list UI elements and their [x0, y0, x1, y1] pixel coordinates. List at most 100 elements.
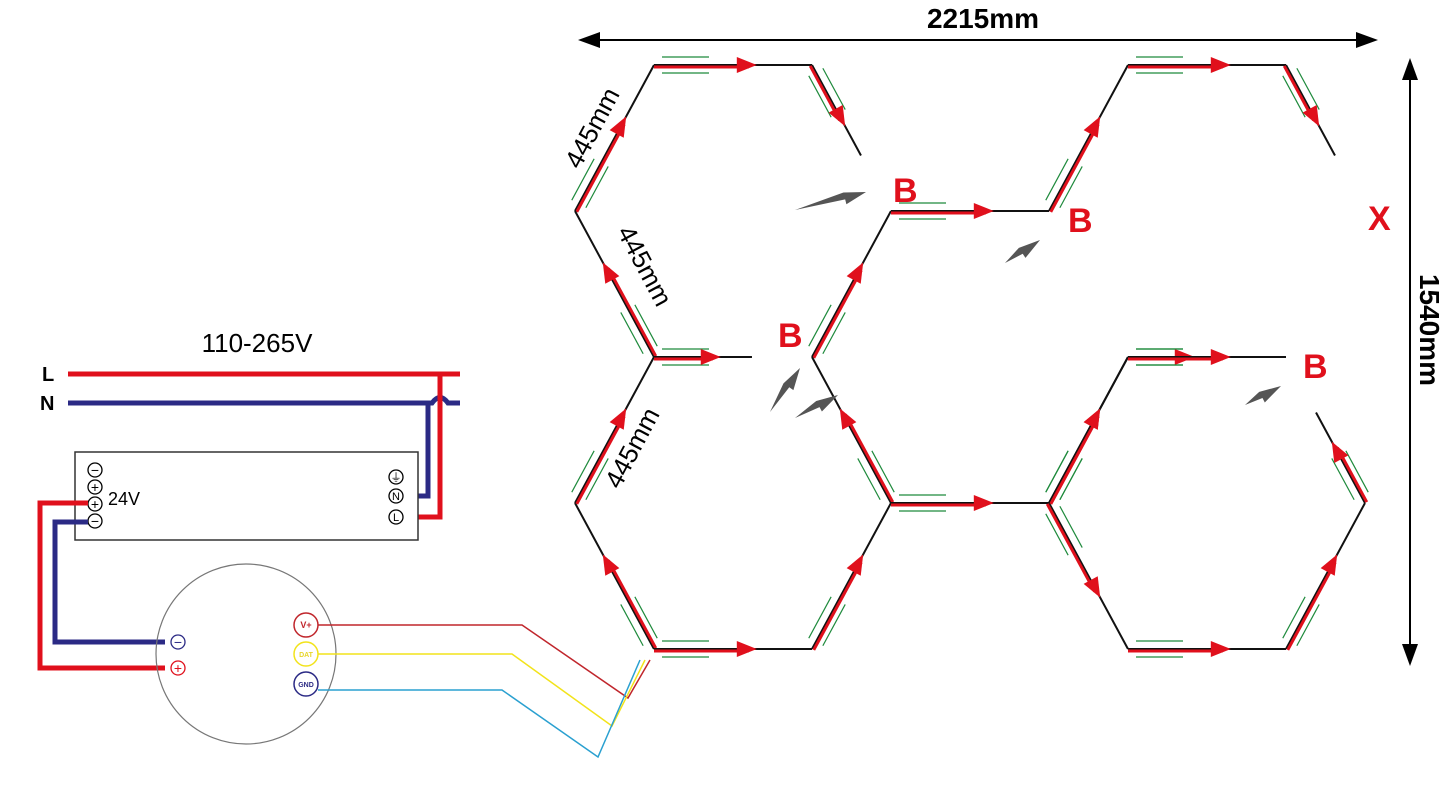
direction-arrow — [700, 349, 721, 365]
hex-edge — [1128, 56, 1286, 74]
svg-text:−: − — [174, 634, 182, 650]
svg-text:−: − — [91, 513, 99, 529]
connector-bracket — [808, 75, 832, 118]
hex-edge — [654, 56, 812, 74]
dc-terminal: + — [87, 496, 103, 512]
connector-bracket — [1331, 458, 1355, 501]
direction-arrow — [602, 554, 620, 576]
connector-bracket — [1045, 450, 1069, 493]
output-voltage-label: 24V — [108, 489, 140, 509]
svg-text:⏚: ⏚ — [391, 471, 402, 484]
direction-arrow — [1210, 57, 1231, 73]
dc-negative-wire — [52, 519, 165, 645]
hex-edge — [571, 356, 655, 505]
connector-bracket — [1059, 458, 1083, 501]
hex-edge — [654, 640, 812, 658]
hex-edge — [574, 210, 658, 358]
connector-bracket — [822, 312, 846, 355]
ac-terminal: N — [388, 488, 404, 504]
pointer-arrows — [770, 192, 1281, 418]
voltage-label: 110-265V — [202, 328, 313, 358]
pointer-arrow — [795, 192, 866, 210]
connector-bracket — [620, 604, 644, 647]
signal-path — [1049, 415, 1100, 505]
connector-bracket — [1045, 513, 1069, 556]
dc-terminal: + — [87, 479, 103, 495]
break-marker: B — [1068, 202, 1093, 240]
hex-edge — [571, 64, 655, 213]
connector-bracket — [634, 596, 658, 639]
connector-bracket — [620, 312, 644, 355]
direction-arrow — [846, 262, 864, 284]
ac-terminal: ⏚ — [388, 469, 404, 485]
hex-edge — [808, 502, 892, 651]
hex-edge — [574, 502, 658, 650]
dc-positive-wire — [37, 500, 165, 671]
signal-path — [1049, 123, 1100, 213]
direction-arrow — [1331, 441, 1349, 464]
hexagon-grid — [571, 56, 1369, 658]
connector-bracket — [1296, 604, 1320, 647]
data-wire — [318, 653, 646, 728]
svg-text:N: N — [392, 491, 400, 503]
hex-edge — [1282, 64, 1336, 156]
hex-edge — [1128, 348, 1286, 366]
controller-input-terminal: + — [170, 660, 186, 676]
direction-arrow — [1302, 104, 1320, 127]
hex-edge — [1128, 640, 1286, 658]
dc-terminal: − — [87, 513, 103, 529]
direction-arrow — [1083, 116, 1101, 138]
hex-edge — [1045, 356, 1129, 505]
connector-bracket — [808, 304, 832, 347]
signal-path — [575, 123, 626, 213]
svg-text:V+: V+ — [300, 620, 311, 630]
svg-text:+: + — [91, 496, 99, 512]
signal-path — [1286, 561, 1337, 651]
direction-arrow — [1083, 576, 1101, 598]
connector-bracket — [1059, 166, 1083, 209]
connector-bracket — [585, 458, 609, 501]
hex-edge — [654, 348, 752, 366]
direction-arrow — [602, 262, 620, 284]
connector-bracket — [871, 450, 895, 493]
pointer-arrow — [770, 368, 800, 412]
pointer-arrow — [1245, 386, 1281, 405]
connector-bracket — [571, 450, 595, 493]
connector-bracket — [585, 166, 609, 209]
signal-path — [812, 561, 863, 651]
connector-bracket — [634, 304, 658, 347]
connector-bracket — [1345, 450, 1369, 493]
signal-path — [812, 269, 863, 359]
signal-path — [1045, 503, 1096, 593]
connector-bracket — [1282, 75, 1306, 118]
signal-path — [844, 413, 895, 503]
direction-arrow — [1083, 408, 1101, 430]
width-label: 2215mm — [927, 3, 1039, 34]
height-label: 1540mm — [1414, 274, 1440, 386]
direction-arrow — [1210, 349, 1231, 365]
svg-text:DAT: DAT — [299, 652, 314, 659]
connector-bracket — [1059, 505, 1083, 548]
connector-bracket — [822, 604, 846, 647]
hex-edge — [811, 356, 895, 504]
dc-terminal: − — [87, 462, 103, 478]
break-marker: B — [893, 172, 918, 210]
neutral-wire — [68, 395, 460, 406]
direction-arrow — [1210, 641, 1231, 657]
signal-path — [575, 415, 626, 505]
connector-bracket — [571, 158, 595, 201]
hex-edge — [808, 64, 862, 156]
hex-edge — [891, 202, 1049, 220]
controller-output-terminal: DAT — [293, 641, 319, 667]
controller-output-terminal: GND — [293, 671, 319, 697]
hex-edge — [808, 210, 892, 359]
direction-arrow — [736, 57, 757, 73]
pointer-arrow — [1005, 240, 1040, 263]
direction-arrow — [1320, 554, 1338, 576]
break-marker: B — [1303, 348, 1328, 386]
svg-text:+: + — [91, 479, 99, 495]
svg-text:+: + — [174, 660, 182, 676]
signal-path — [607, 559, 658, 649]
direction-arrow — [828, 104, 846, 127]
